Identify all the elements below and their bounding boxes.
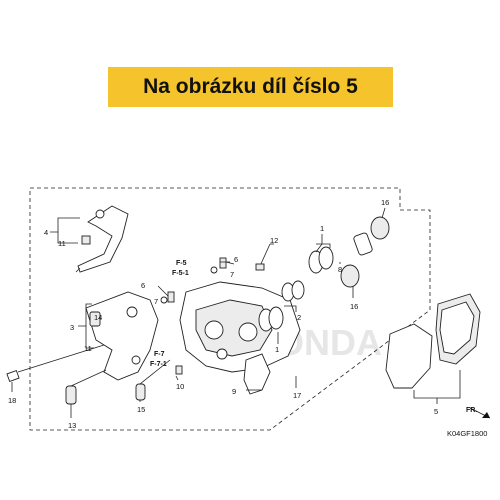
callout-7b: 7	[230, 270, 234, 279]
callout-15: 15	[137, 405, 145, 414]
callout-16b: 16	[350, 302, 358, 311]
callout-8: 8	[338, 265, 342, 274]
callout-14: 14	[94, 313, 102, 322]
direction-label: FR.	[466, 407, 477, 414]
callout-11a: 11	[58, 239, 66, 248]
part-7-cap	[160, 296, 168, 304]
part-11-clip-a	[81, 235, 91, 245]
callout-7: 7	[154, 297, 158, 306]
part-15-pin	[135, 359, 171, 401]
part-2-seals	[281, 280, 305, 302]
caliper-body	[179, 281, 301, 373]
banner-text: Na obrázku díl číslo 5	[143, 75, 358, 98]
callout-18: 18	[8, 396, 16, 405]
callout-16: 16	[381, 198, 389, 207]
leader-11b	[85, 326, 94, 349]
callout-6b: 6	[234, 255, 238, 264]
callout-3: 3	[70, 323, 74, 332]
callout-5: 5	[434, 407, 438, 416]
callout-1b: 1	[275, 345, 279, 354]
ref-f5-1: F-5-1	[172, 270, 189, 277]
diagram-code: K04GF1800	[447, 429, 487, 438]
part-5-brake-pads	[385, 293, 481, 389]
front-direction-arrow	[469, 407, 491, 419]
part-1-seals	[258, 246, 334, 332]
part-number-banner: Na obrázku díl číslo 5	[108, 67, 393, 107]
callout-10: 10	[176, 382, 184, 391]
ref-f5: F-5	[176, 260, 187, 267]
callout-13: 13	[68, 421, 76, 430]
part-6b-bleeder	[219, 257, 235, 269]
leader-3	[78, 303, 92, 327]
leader-4	[50, 217, 80, 233]
part-13-pin	[65, 369, 107, 405]
leader-lines	[175, 207, 386, 391]
callout-12: 12	[270, 236, 278, 245]
part-12-bolt	[255, 243, 271, 271]
part-18-bolt	[6, 344, 105, 383]
ref-f7-1: F-7-1	[150, 361, 167, 368]
callout-17: 17	[293, 391, 301, 400]
callout-2: 2	[297, 313, 301, 322]
part-16-pistons	[340, 216, 390, 288]
ref-f7: F-7	[154, 351, 165, 358]
part-10-bolt	[175, 365, 183, 375]
callout-9: 9	[232, 387, 236, 396]
part-6-bleeder	[157, 285, 175, 303]
callout-6: 6	[141, 281, 145, 290]
part-3-bracket	[85, 291, 159, 381]
part-8-sleeve	[353, 232, 373, 256]
callout-11b: 11	[84, 344, 92, 353]
callout-1: 1	[320, 224, 324, 233]
leader-11a	[57, 232, 78, 244]
callout-4: 4	[44, 228, 48, 237]
assembly-outline	[29, 187, 431, 431]
part-4-bracket	[75, 205, 129, 273]
part-7b-cap	[210, 266, 218, 274]
